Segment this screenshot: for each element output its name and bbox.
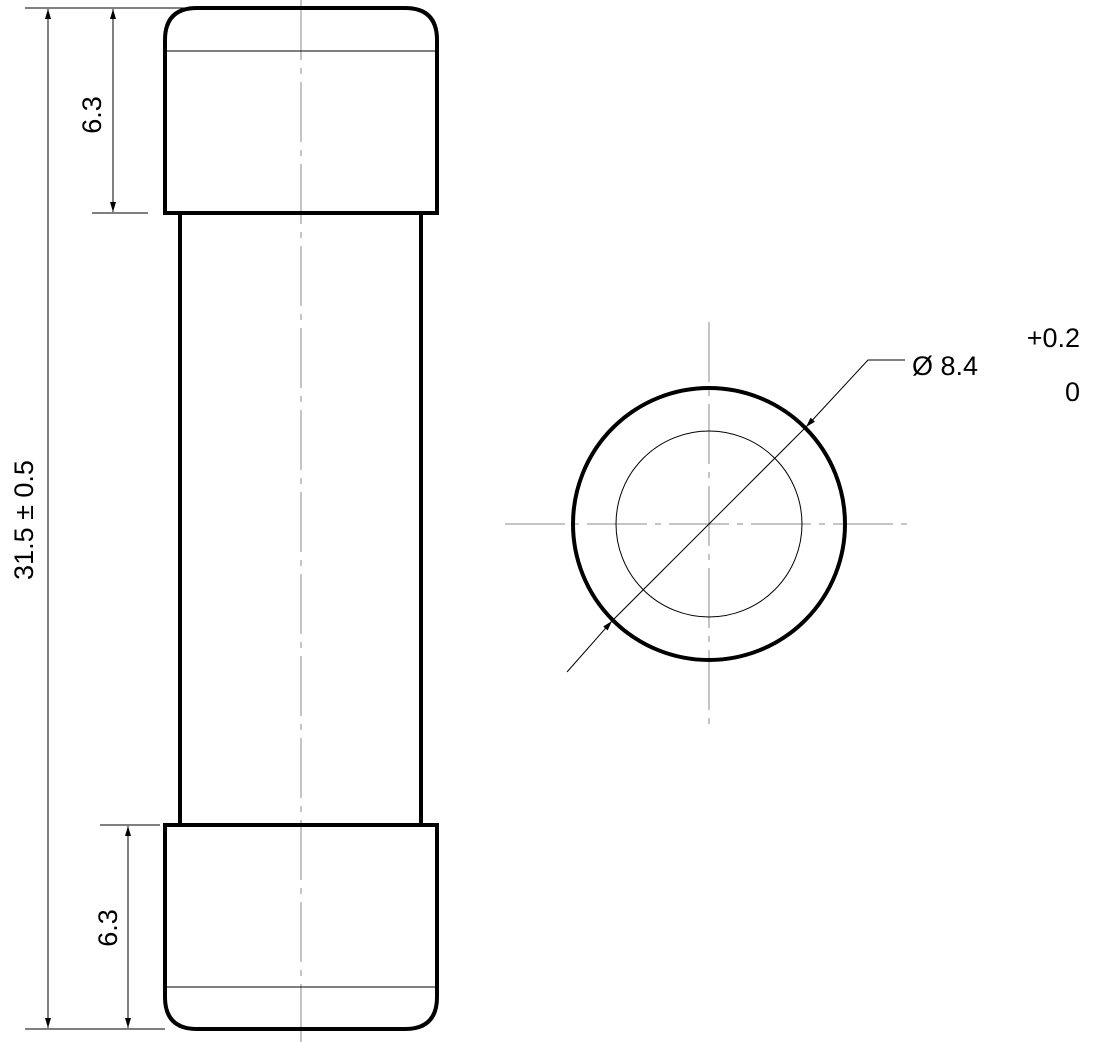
outer-circle bbox=[571, 386, 847, 662]
diameter-leader-upper bbox=[805, 359, 905, 428]
top-end-cap bbox=[163, 6, 439, 215]
fuse-body bbox=[178, 213, 423, 825]
inner-circle bbox=[615, 430, 803, 618]
bottom-cap-label: 6.3 bbox=[93, 909, 123, 947]
diameter-label: Ø 8.4 bbox=[912, 351, 978, 381]
bottom-end-cap bbox=[163, 823, 439, 1031]
diameter-leader-lower bbox=[566, 620, 613, 673]
diameter-lower-tolerance: 0 bbox=[1065, 377, 1080, 407]
diameter-upper-tolerance: +0.2 bbox=[1027, 323, 1080, 353]
fuse-end-view: Ø 8.4 +0.2 0 bbox=[505, 322, 1080, 730]
bottom-cap-dimension: 6.3 bbox=[93, 824, 160, 1028]
top-cap-dimension: 6.3 bbox=[77, 8, 148, 214]
top-cap-label: 6.3 bbox=[77, 96, 107, 134]
overall-length-dimension: 31.5 ± 0.5 bbox=[9, 7, 190, 1030]
overall-length-label: 31.5 ± 0.5 bbox=[9, 460, 39, 580]
fuse-side-view bbox=[163, 0, 439, 1042]
